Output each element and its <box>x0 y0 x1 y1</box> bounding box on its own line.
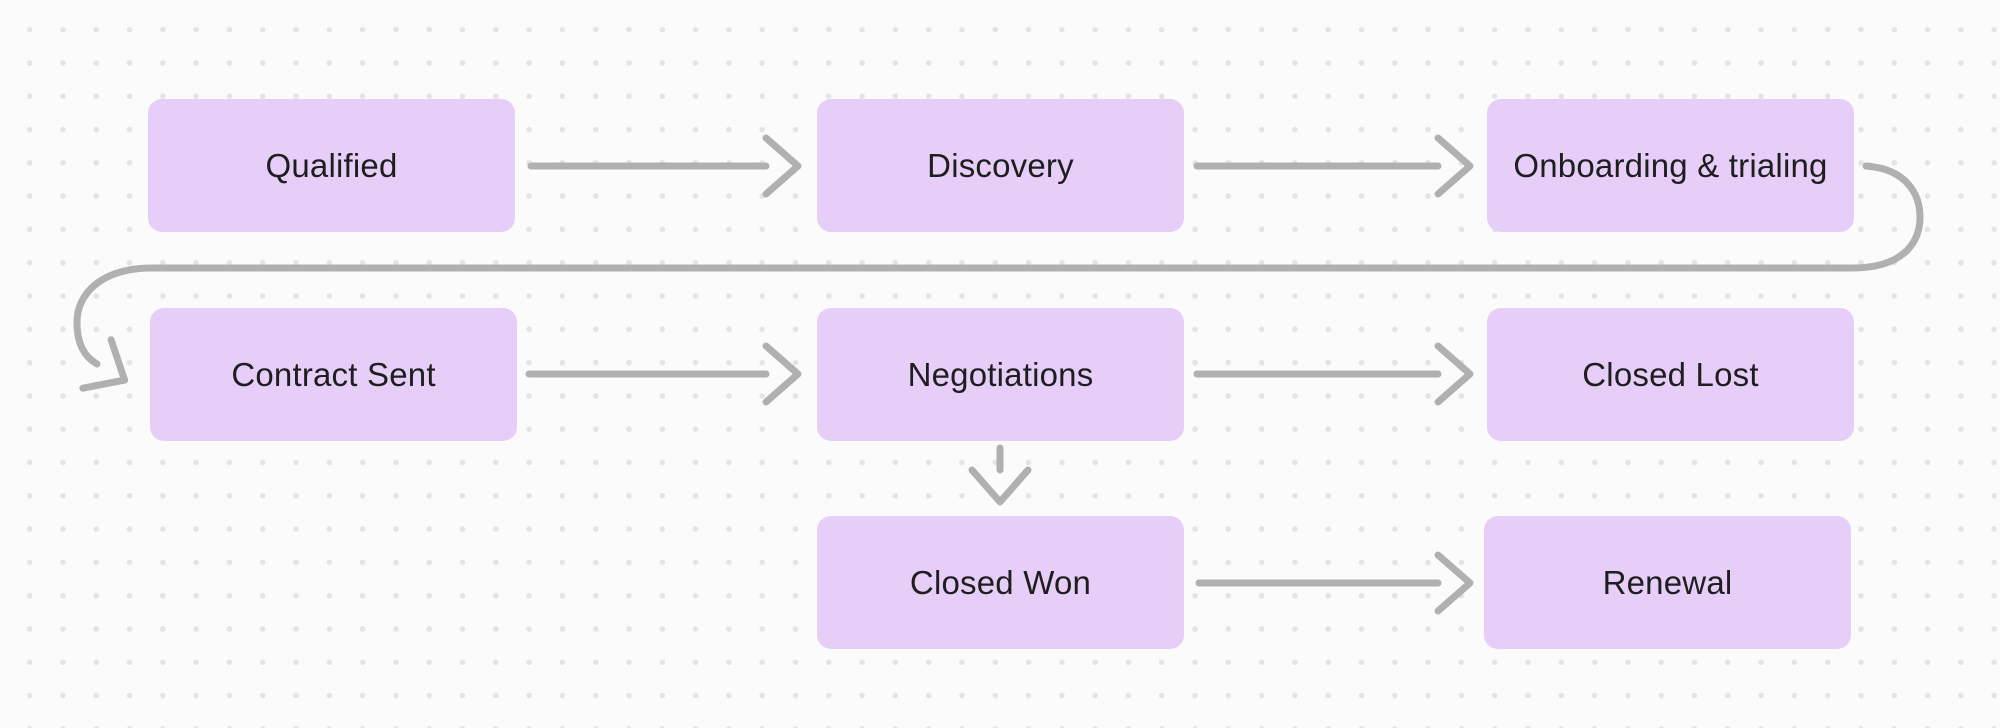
node-renewal[interactable]: Renewal <box>1484 516 1851 649</box>
node-discovery[interactable]: Discovery <box>817 99 1184 232</box>
node-negotiations-label: Negotiations <box>907 355 1094 393</box>
node-closed-lost[interactable]: Closed Lost <box>1487 308 1854 441</box>
node-onboarding-trialing[interactable]: Onboarding & trialing <box>1487 99 1854 232</box>
node-negotiations[interactable]: Negotiations <box>817 308 1184 441</box>
node-closed-won[interactable]: Closed Won <box>817 516 1184 649</box>
node-closed-lost-label: Closed Lost <box>1582 355 1759 393</box>
node-discovery-label: Discovery <box>927 146 1074 184</box>
node-onboarding-trialing-label: Onboarding & trialing <box>1513 146 1828 184</box>
node-contract-sent-label: Contract Sent <box>231 355 436 393</box>
node-qualified-label: Qualified <box>265 146 398 184</box>
node-contract-sent[interactable]: Contract Sent <box>150 308 517 441</box>
node-renewal-label: Renewal <box>1602 563 1733 601</box>
node-closed-won-label: Closed Won <box>909 563 1092 601</box>
edge-onboarding-contract-wraparound[interactable] <box>73 162 1924 392</box>
node-qualified[interactable]: Qualified <box>148 99 515 232</box>
